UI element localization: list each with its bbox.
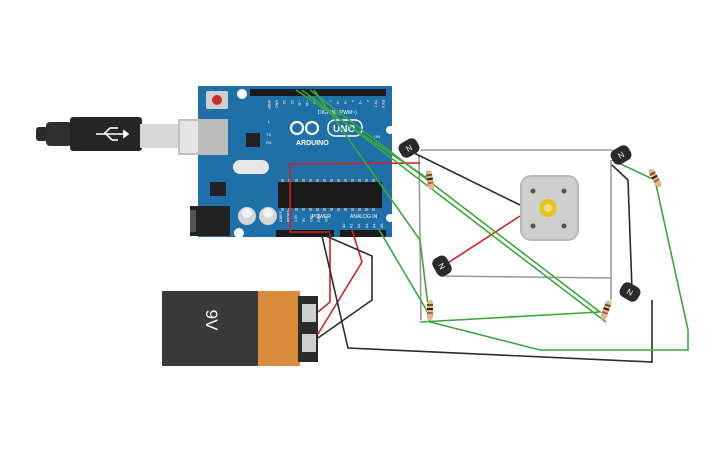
wires bbox=[289, 89, 689, 363]
pin-label: A0 bbox=[342, 224, 346, 228]
transistor: N bbox=[619, 282, 641, 302]
analog-label: ANALOG IN bbox=[350, 214, 378, 220]
pin-label: A1 bbox=[350, 224, 354, 228]
pin-label: 5V bbox=[302, 217, 306, 222]
on-label: ON bbox=[374, 134, 380, 139]
transistor-label: N bbox=[436, 261, 447, 271]
arduino-logo bbox=[289, 120, 320, 136]
pin-label: IOREF bbox=[279, 210, 283, 222]
pin-label: 7 bbox=[328, 100, 332, 102]
pin-label: 3.3V bbox=[294, 214, 298, 222]
pin-label: Vin bbox=[325, 217, 329, 222]
tx-label: TX bbox=[266, 132, 271, 137]
pin-label: ~3 bbox=[358, 100, 362, 104]
pin-label: ~11 bbox=[297, 100, 301, 106]
pin-label: ~10 bbox=[305, 100, 309, 106]
transistor-label: N bbox=[616, 150, 626, 161]
model-label: UNO bbox=[333, 124, 355, 135]
pin-label: A5 bbox=[380, 224, 384, 228]
dc-motor bbox=[520, 175, 579, 241]
resistor bbox=[427, 300, 433, 320]
pin-label: RX 0 bbox=[381, 100, 385, 108]
battery-9v: 9V bbox=[162, 291, 318, 366]
pin-label: ~5 bbox=[343, 100, 347, 104]
pin-label: 12 bbox=[290, 100, 294, 104]
pin-label: 13 bbox=[282, 100, 286, 104]
arduino-board: ARDUINO UNO DIGITAL (PWM~) POWER ANALOG … bbox=[190, 86, 394, 238]
pin-label: 4 bbox=[351, 100, 355, 102]
resistors bbox=[425, 168, 662, 320]
resistor bbox=[600, 300, 612, 320]
transistor: N bbox=[610, 145, 632, 165]
pin-label: GND bbox=[275, 100, 279, 108]
pin-label: A3 bbox=[365, 224, 369, 228]
transistor: N bbox=[432, 255, 452, 277]
pin-label: GND bbox=[317, 214, 321, 222]
pin-label: A2 bbox=[357, 224, 361, 228]
transistor-label: N bbox=[404, 143, 414, 154]
pin-label: ~6 bbox=[335, 100, 339, 104]
transistor-label: N bbox=[625, 287, 635, 298]
pin-label: A4 bbox=[372, 224, 376, 228]
pin-label: AREF bbox=[267, 100, 271, 110]
pin-label: 2 bbox=[366, 100, 370, 102]
brand-label: ARDUINO bbox=[296, 140, 329, 147]
pin-label: GND bbox=[309, 214, 313, 222]
power-label: POWER bbox=[312, 214, 331, 220]
transistor: N bbox=[398, 138, 420, 158]
resistor bbox=[648, 168, 662, 188]
digital-label: DIGITAL (PWM~) bbox=[318, 110, 357, 116]
pin-label: TX 1 bbox=[373, 100, 377, 108]
rx-label: RX bbox=[266, 140, 272, 145]
l-label: L bbox=[268, 119, 271, 124]
transistors: N N N N bbox=[398, 138, 641, 302]
resistor bbox=[425, 170, 435, 190]
battery-label: 9V bbox=[202, 310, 221, 331]
pin-label: RESET bbox=[287, 209, 291, 222]
